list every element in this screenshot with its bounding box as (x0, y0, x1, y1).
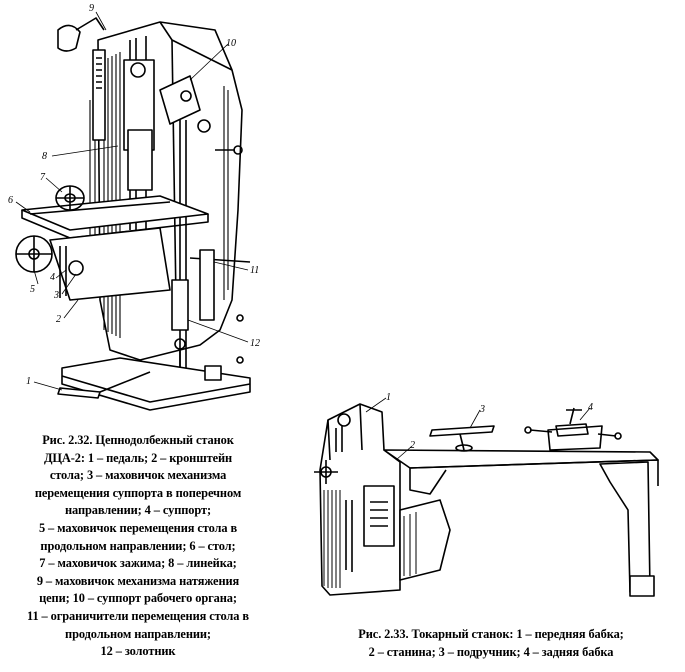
callout-11: 11 (250, 265, 259, 276)
figure2-callouts: 1 3 2 4 (386, 392, 593, 451)
callout-3: 3 (479, 404, 485, 415)
callout-6: 6 (8, 195, 13, 206)
callout-12: 12 (250, 338, 260, 349)
caption-line: 9 – маховичок механизма натяжения (36, 573, 240, 588)
caption-line: 11 – ограничители перемещения стола в (27, 608, 249, 623)
caption-line: перемещения суппорта в поперечном (34, 485, 242, 500)
caption-line: 12 – золотник (100, 644, 176, 659)
caption-line: стола; 3 – маховичок механизма (49, 468, 227, 483)
caption-line: 5 – маховичок перемещения стола в (38, 520, 238, 535)
callout-4: 4 (50, 272, 55, 283)
callout-1: 1 (26, 376, 31, 387)
caption-line: ДЦА-2: 1 – педаль; 2 – кронштейн (43, 450, 233, 465)
figure2-caption: Рис. 2.33. Токарный станок: 1 – передняя… (302, 626, 680, 661)
callout-8: 8 (42, 151, 47, 162)
figure-chain-mortiser-drawing: 9 10 8 7 6 4 3 5 2 11 12 1 (8, 3, 260, 411)
figure-lathe-drawing: 1 3 2 4 (314, 392, 659, 597)
callout-4: 4 (588, 402, 593, 413)
callout-10: 10 (226, 38, 236, 49)
callout-5: 5 (30, 284, 35, 295)
caption-line: продольном направлении; 6 – стол; (40, 538, 236, 553)
figure1-callouts: 9 10 8 7 6 4 3 5 2 11 12 1 (8, 3, 260, 387)
caption-line: Рис. 2.32. Цепнодолбежный станок (42, 433, 234, 447)
caption-line: направлении; 4 – суппорт; (64, 503, 212, 518)
caption-line: продольном направлении; (65, 626, 211, 641)
caption-line: 7 – маховичок зажима; 8 – линейка; (39, 556, 237, 571)
callout-9: 9 (89, 3, 94, 14)
callout-3: 3 (53, 290, 59, 301)
callout-1: 1 (386, 392, 391, 403)
callout-7: 7 (40, 172, 46, 183)
caption-line: 2 – станина; 3 – подручник; 4 – задняя б… (368, 644, 614, 659)
callout-2: 2 (56, 314, 61, 325)
caption-line: Рис. 2.33. Токарный станок: 1 – передняя… (358, 627, 624, 641)
figure1-caption: Рис. 2.32. Цепнодолбежный станок ДЦА-2: … (4, 432, 272, 661)
callout-2: 2 (410, 440, 415, 451)
caption-line: цепи; 10 – суппорт рабочего органа; (39, 591, 237, 606)
